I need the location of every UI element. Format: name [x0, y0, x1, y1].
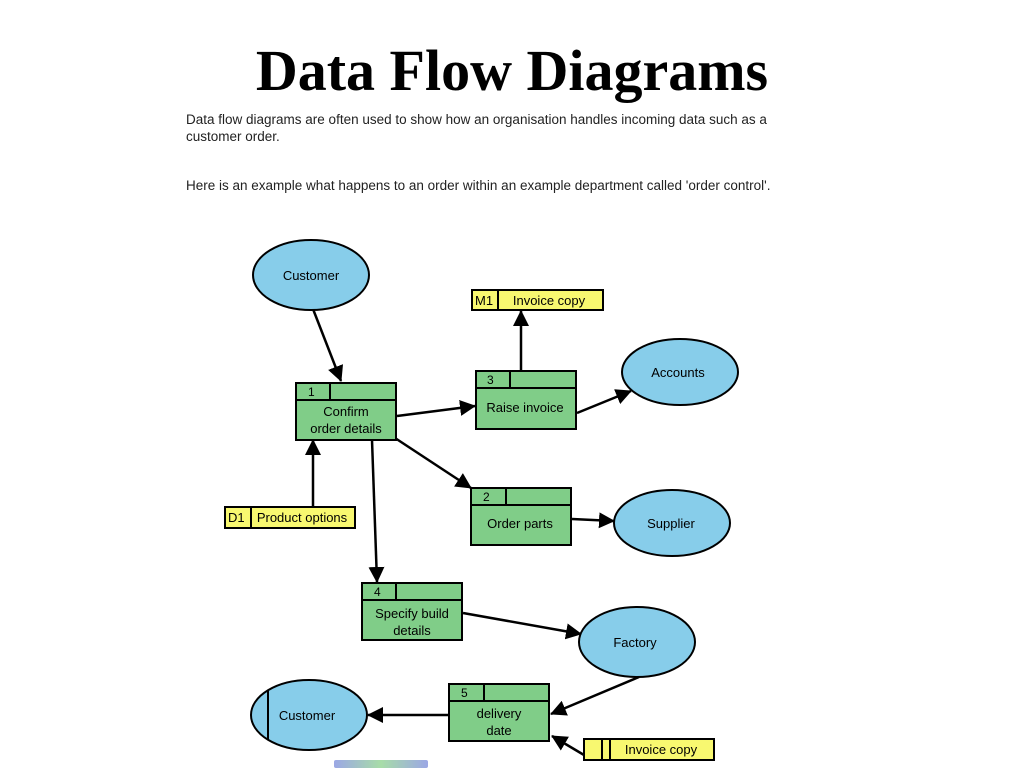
store-m1-invoice-copy: M1 Invoice copy — [471, 289, 604, 311]
entity-accounts: Accounts — [621, 338, 739, 406]
flow-customer-to-confirm — [311, 308, 344, 382]
svg-text:Specify build: Specify build — [375, 606, 449, 621]
svg-text:delivery: delivery — [477, 706, 522, 721]
svg-text:D1: D1 — [228, 510, 245, 525]
intro-paragraph-2: Here is an example what happens to an or… — [186, 178, 771, 193]
process-2-order-parts: 2 Order parts — [470, 487, 572, 546]
svg-text:Supplier: Supplier — [647, 516, 695, 531]
svg-text:Invoice copy: Invoice copy — [513, 293, 586, 308]
svg-text:2: 2 — [483, 490, 490, 504]
flow-confirm-to-specify-build — [368, 439, 385, 583]
svg-text:Confirm: Confirm — [323, 404, 369, 419]
svg-text:Customer: Customer — [283, 268, 340, 283]
flow-confirm-to-raise-invoice — [396, 399, 476, 418]
svg-text:order details: order details — [310, 421, 382, 436]
svg-text:4: 4 — [374, 585, 381, 599]
entity-factory: Factory — [578, 606, 696, 678]
svg-text:Raise invoice: Raise invoice — [486, 400, 563, 415]
entity-supplier: Supplier — [613, 489, 731, 557]
svg-text:3: 3 — [487, 373, 494, 387]
flow-factory-to-delivery-date — [550, 675, 640, 716]
watermark-smudge — [334, 760, 428, 768]
svg-text:Accounts: Accounts — [651, 365, 705, 380]
svg-text:1: 1 — [308, 385, 315, 399]
flow-order-parts-to-supplier — [571, 512, 615, 529]
flow-invoice-copy-to-delivery-date — [551, 734, 585, 757]
svg-text:Invoice copy: Invoice copy — [625, 742, 698, 757]
svg-text:Product options: Product options — [257, 510, 348, 525]
flow-specify-build-to-factory — [462, 611, 582, 640]
svg-text:details: details — [393, 623, 431, 638]
process-5-delivery-date: 5 delivery date — [448, 683, 550, 742]
process-4-specify-build-details: 4 Specify build details — [361, 582, 463, 641]
page-title: Data Flow Diagrams — [255, 38, 769, 103]
store-d1-product-options: D1 Product options — [224, 506, 356, 529]
store-invoice-copy-bottom: Invoice copy — [583, 738, 715, 761]
process-3-raise-invoice: 3 Raise invoice — [475, 370, 577, 430]
svg-text:M1: M1 — [475, 293, 493, 308]
svg-text:Customer: Customer — [279, 708, 336, 723]
svg-text:date: date — [486, 723, 511, 738]
flow-confirm-to-order-parts — [394, 436, 472, 490]
flow-raise-invoice-to-accounts — [576, 389, 632, 415]
svg-text:Factory: Factory — [613, 635, 657, 650]
svg-text:Order parts: Order parts — [487, 516, 553, 531]
intro-paragraph-1: Data flow diagrams are often used to sho… — [186, 112, 767, 144]
svg-text:5: 5 — [461, 686, 468, 700]
entity-customer-bottom: Customer — [250, 679, 368, 751]
process-1-confirm-order-details: 1 Confirm order details — [295, 382, 397, 441]
entity-customer-top: Customer — [252, 239, 370, 311]
